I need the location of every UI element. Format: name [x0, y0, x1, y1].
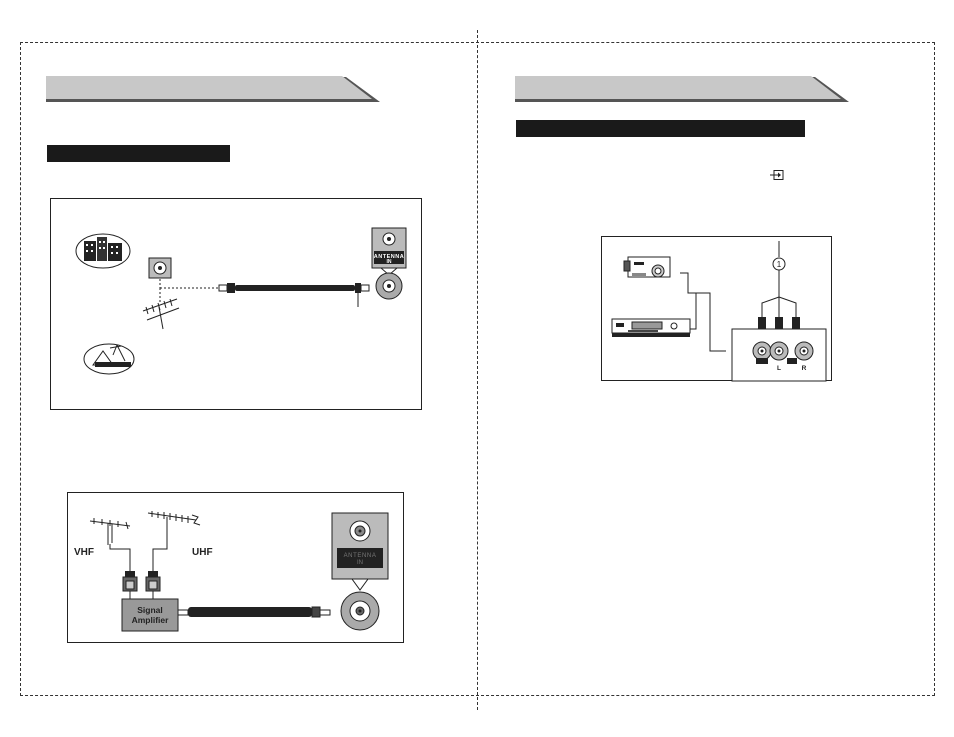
city-buildings-icon [75, 233, 131, 269]
vhf-antenna-icon [89, 518, 131, 545]
input-source-icon [770, 170, 784, 180]
vcr-icon [611, 318, 691, 337]
audio-right-jack [794, 341, 814, 361]
uhf-antenna-icon [147, 511, 201, 537]
audio-right-label: R [802, 365, 807, 372]
outdoor-antenna-icon [142, 298, 180, 330]
audio-left-label: L [777, 365, 781, 372]
center-fold-line [477, 30, 478, 710]
amplifier-label-line1: Signal [137, 605, 163, 615]
av-connection-diagram: 1 [601, 236, 832, 382]
rural-house-icon [83, 343, 135, 375]
amplifier-coaxial-cable [177, 606, 331, 618]
av-input-panel: L R [731, 328, 827, 382]
tv-antenna-terminal-panel: ANTENNA IN [371, 227, 407, 300]
callout-number: 1 [777, 260, 782, 269]
uhf-plug [145, 571, 161, 592]
uhf-label: UHF [192, 547, 213, 558]
vhf-label: VHF [74, 547, 94, 558]
signal-amplifier-diagram: VHF UHF Signal [67, 492, 404, 643]
amplifier-label-line2: Amplifier [132, 615, 170, 625]
rca-cable-bundle [761, 296, 797, 317]
right-section-heading-bar [516, 120, 805, 137]
right-header-tab [515, 76, 849, 102]
video-jack [752, 341, 772, 361]
amplifier-antenna-label: ANTENNA [344, 553, 377, 559]
signal-amplifier-box: Signal Amplifier [121, 598, 179, 632]
wall-outlet-icon [148, 257, 172, 279]
audio-left-jack [769, 341, 789, 361]
antenna-connection-diagram: ANTENNA IN [50, 198, 422, 410]
antenna-in-label: ANTENNA [374, 254, 404, 260]
coaxial-cable [218, 283, 370, 307]
left-header-tab [46, 76, 380, 102]
left-section-heading-bar [47, 145, 230, 162]
amplifier-tv-terminal-panel: ANTENNA IN [331, 512, 389, 631]
amplifier-in-label: IN [357, 560, 363, 566]
camcorder-icon [623, 256, 671, 278]
antenna-in-sub-label: IN [387, 259, 392, 265]
vhf-plug [122, 571, 138, 592]
cable-callout: 1 [772, 241, 786, 303]
